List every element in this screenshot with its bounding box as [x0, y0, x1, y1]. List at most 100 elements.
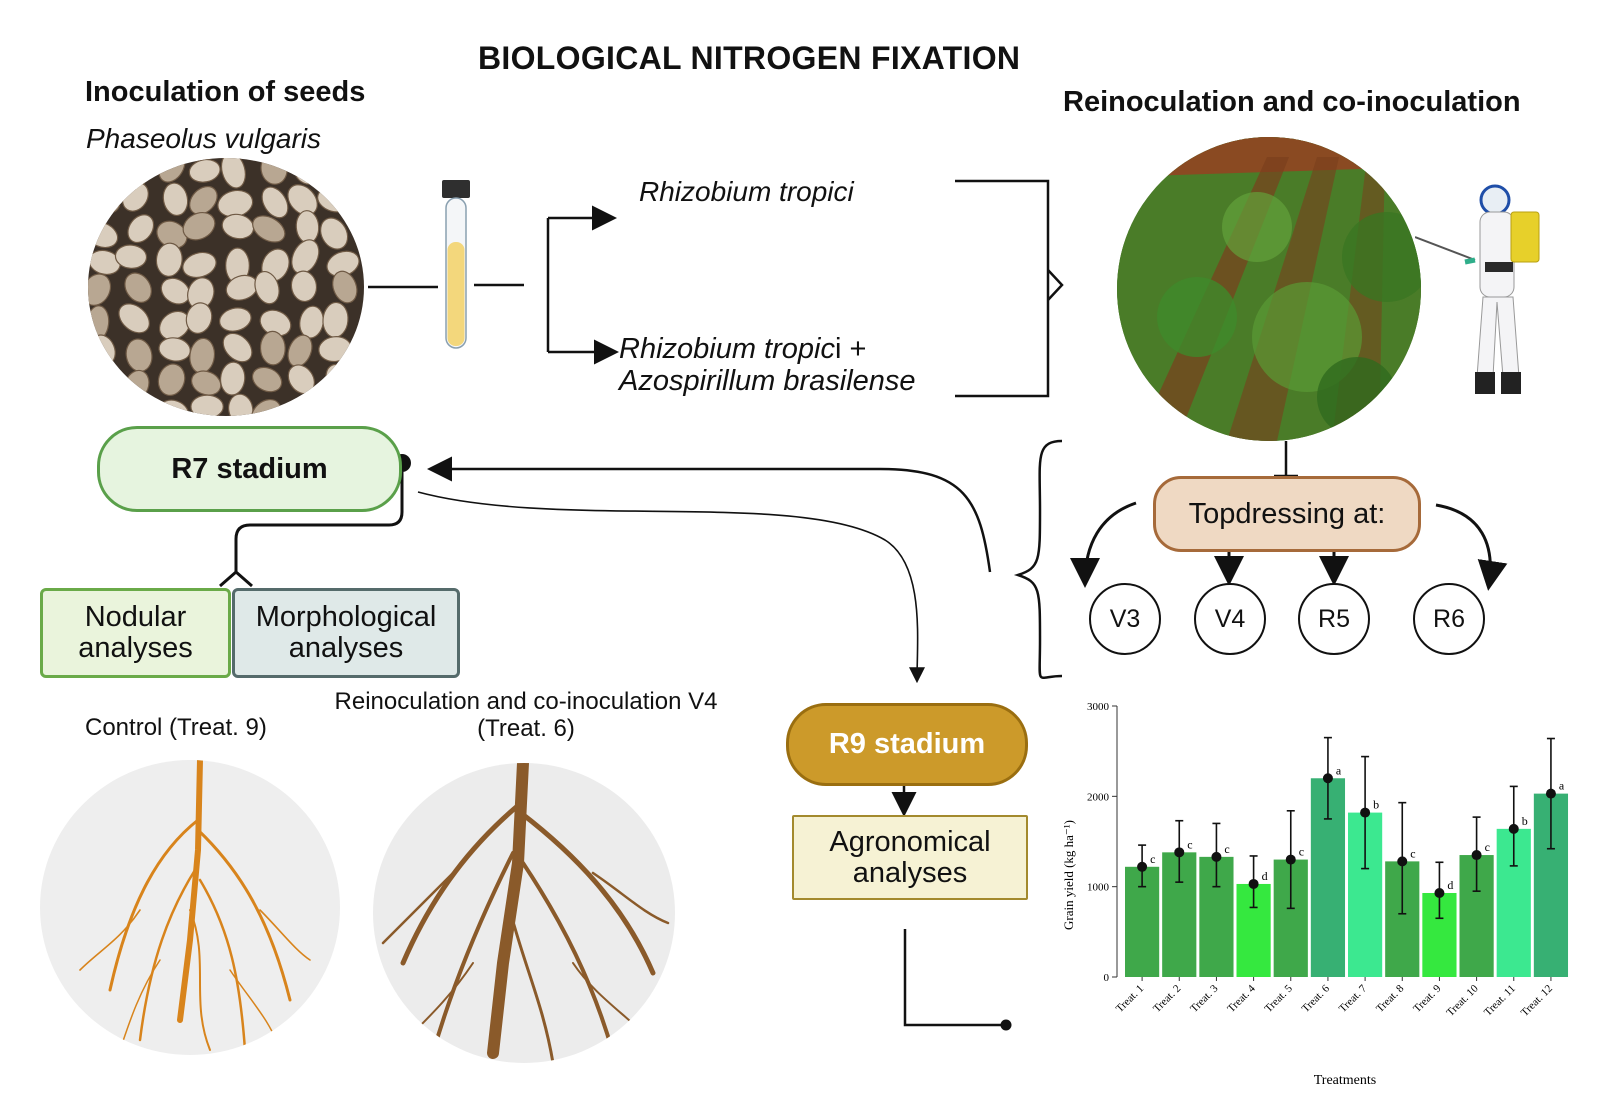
bean	[114, 244, 148, 269]
x-tick-label: Treat. 1	[1114, 983, 1146, 1015]
bean	[182, 251, 217, 279]
r9-stadium-box: R9 stadium	[786, 703, 1028, 786]
bean	[188, 158, 221, 183]
bean	[162, 182, 189, 217]
bean	[88, 273, 112, 306]
grain-yield-chart: Grain yield (kg ha⁻¹) Treatments 0100020…	[1061, 701, 1569, 1088]
bean	[118, 303, 150, 334]
bean	[287, 184, 318, 216]
bean	[158, 337, 191, 362]
mean-point	[1471, 850, 1482, 861]
stage-brace	[1013, 439, 1063, 679]
mean-point	[1211, 851, 1222, 862]
bean	[259, 330, 286, 366]
bean	[227, 393, 254, 416]
mean-point	[1397, 856, 1408, 867]
x-tick-label: Treat. 11	[1482, 983, 1518, 1019]
significance-letter: c	[1299, 845, 1304, 859]
treat6-roots-photo	[373, 763, 675, 1063]
nodular-line2: analyses	[78, 632, 193, 664]
bean	[185, 302, 213, 334]
bean	[182, 211, 216, 241]
bean	[261, 186, 289, 219]
sprayer-worker-icon	[1415, 184, 1540, 394]
arrow-to-v3	[1070, 501, 1137, 588]
bean-field-photo	[1117, 137, 1421, 441]
bean	[157, 363, 186, 396]
agro-line1: Agronomical	[829, 825, 991, 858]
seed-inoculation-heading: Inoculation of seeds	[85, 76, 366, 108]
field-rows	[1117, 137, 1421, 441]
mean-point	[1545, 788, 1556, 799]
bean	[222, 332, 253, 363]
bean	[189, 185, 218, 215]
mean-point	[1248, 878, 1259, 889]
y-tick-label: 0	[1104, 972, 1110, 984]
bean	[290, 270, 318, 303]
x-tick-label: Treat. 8	[1374, 982, 1407, 1015]
diagram-title: BIOLOGICAL NITROGEN FIXATION	[478, 40, 1021, 76]
arrow-r7-to-r9	[417, 491, 926, 684]
treatment-bracket	[955, 179, 1050, 398]
y-tick-label: 1000	[1087, 882, 1110, 894]
stage-r6: R6	[1413, 583, 1485, 655]
x-tick-label: Treat. 3	[1188, 982, 1221, 1015]
bean	[252, 215, 286, 243]
x-tick-label: Treat. 4	[1225, 982, 1258, 1015]
reinoculation-heading: Reinoculation and co-inoculation	[1063, 86, 1521, 118]
control-caption: Control (Treat. 9)	[85, 714, 267, 741]
topdressing-label: Topdressing at:	[1188, 497, 1386, 530]
bean	[220, 158, 246, 189]
bean	[219, 361, 246, 396]
r7-to-analyses-line	[234, 472, 404, 572]
nodular-line1: Nodular	[84, 601, 187, 633]
bean	[295, 210, 320, 244]
bean	[125, 338, 153, 373]
treat6-roots-drawing	[381, 763, 670, 1063]
x-tick-label: Treat. 12	[1519, 983, 1555, 1019]
bracket-point	[1047, 269, 1064, 301]
stage-v3: V3	[1089, 583, 1161, 655]
mean-point	[1137, 861, 1148, 872]
control-roots-drawing	[79, 760, 311, 1052]
coinoculation-plus: i +	[834, 333, 867, 365]
stage-v4: V4	[1194, 583, 1266, 655]
coinoculation-label: Rhizobium tropici + Azospirillum brasile…	[619, 333, 916, 397]
arrow-to-r7	[427, 456, 992, 573]
significance-letter: c	[1410, 846, 1415, 860]
x-tick-label: Treat. 5	[1262, 982, 1295, 1015]
bean	[254, 270, 280, 305]
treat6-caption-line2: (Treat. 6)	[477, 715, 575, 742]
mean-point	[1285, 854, 1296, 865]
mean-point	[1322, 773, 1333, 784]
topdressing-box: Topdressing at:	[1153, 476, 1421, 552]
coinoculation-species-a: Rhizobium tropic	[619, 333, 835, 365]
bean	[190, 394, 224, 416]
bean-pattern	[88, 158, 360, 416]
stage-r5: R5	[1298, 583, 1370, 655]
treat6-caption-line1: Reinoculation and co-inoculation V4	[334, 688, 718, 715]
arrow-to-r6	[1435, 503, 1508, 591]
agro-line2: analyses	[852, 856, 968, 889]
seeds-photo	[88, 158, 364, 416]
bean	[322, 301, 349, 338]
significance-letter: c	[1485, 840, 1490, 854]
x-tick-label: Treat. 2	[1151, 983, 1183, 1015]
bean	[189, 337, 216, 374]
chart-y-axis-label: Grain yield (kg ha⁻¹)	[1061, 820, 1076, 930]
rhizobium-label: Rhizobium tropici	[639, 176, 854, 207]
significance-letter: d	[1262, 869, 1268, 883]
significance-letter: a	[1336, 763, 1342, 777]
morph-line2: analyses	[288, 632, 404, 664]
agro-to-chart-line	[903, 929, 1004, 1027]
r9-stadium-label: R9 stadium	[828, 728, 986, 760]
bean	[190, 370, 222, 396]
x-tick-label: Treat. 7	[1337, 982, 1370, 1015]
bean	[221, 213, 255, 240]
y-tick-label: 3000	[1087, 701, 1110, 713]
significance-letter: c	[1150, 852, 1155, 866]
bean	[218, 307, 252, 332]
